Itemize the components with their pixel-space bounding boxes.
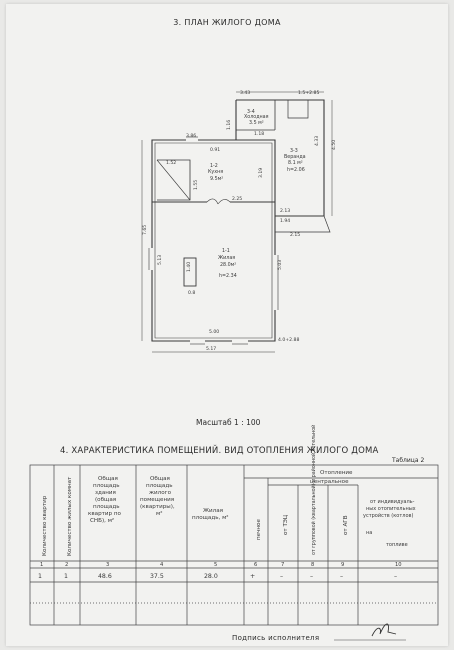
heating-header: Отопление (320, 470, 353, 476)
table-row: 1 1 48.6 37.5 28.0 + – – – – (38, 573, 397, 580)
svg-text:2.25: 2.25 (232, 196, 242, 202)
svg-text:площадь, м²: площадь, м² (192, 514, 229, 521)
storage-box (287, 100, 309, 119)
svg-text:2: 2 (65, 562, 68, 568)
svg-text:10: 10 (395, 562, 402, 568)
svg-text:м²: м² (156, 510, 162, 517)
svg-text:2.15: 2.15 (290, 232, 300, 238)
room-kitchen-num: 1-2 (210, 163, 218, 169)
svg-text:37.5: 37.5 (150, 573, 164, 580)
svg-text:0.8: 0.8 (188, 290, 195, 296)
svg-text:1: 1 (38, 573, 42, 580)
svg-text:1.40: 1.40 (186, 262, 192, 272)
central-header: центральное (310, 479, 349, 485)
scale-label: Масштаб 1 : 100 (196, 418, 261, 427)
svg-text:СНБ), м²: СНБ), м² (90, 517, 114, 524)
room-veranda-num: 3-3 (290, 148, 298, 154)
svg-text:–: – (394, 573, 397, 580)
svg-text:на: на (366, 530, 372, 536)
svg-text:0.91: 0.91 (210, 147, 220, 153)
signature-label: Подпись исполнителя (232, 634, 320, 642)
room-living-name: Жилая (218, 255, 235, 261)
svg-text:1.52: 1.52 (166, 160, 176, 166)
svg-text:4.0+2.88: 4.0+2.88 (278, 337, 299, 343)
svg-text:9: 9 (341, 562, 344, 568)
col-header-rooms: Количество жилых комнат (67, 476, 73, 556)
svg-text:5.13: 5.13 (157, 255, 163, 265)
svg-text:–: – (340, 573, 343, 580)
room-cold-name: Холодная (244, 114, 269, 120)
svg-text:устройств (котлов): устройств (котлов) (363, 512, 413, 519)
section4-title: 4. ХАРАКТЕРИСТИКА ПОМЕЩЕНИЙ. ВИД ОТОПЛЕН… (60, 446, 379, 456)
svg-text:4.33: 4.33 (314, 136, 320, 146)
svg-text:–: – (310, 573, 313, 580)
svg-text:1.18: 1.18 (254, 131, 264, 137)
svg-text:8: 8 (311, 562, 314, 568)
svg-text:+: + (250, 573, 255, 580)
signature-mark (334, 623, 406, 641)
svg-text:топливе: топливе (386, 542, 408, 548)
svg-text:5.00: 5.00 (209, 329, 219, 335)
svg-text:28.0: 28.0 (204, 573, 218, 580)
room-living-height: h=2.34 (219, 273, 237, 279)
svg-text:площадь: площадь (93, 504, 120, 510)
svg-text:1: 1 (64, 573, 68, 580)
svg-text:от АГВ: от АГВ (343, 515, 349, 535)
svg-text:площадь: площадь (93, 483, 120, 489)
svg-text:жилого: жилого (149, 490, 172, 496)
column-numbers-row: 1 2 3 4 5 6 7 8 9 10 (40, 562, 402, 568)
svg-text:–: – (280, 573, 283, 580)
room-veranda-area: 8.1 м² (288, 160, 303, 166)
house-outline (151, 139, 276, 342)
stair-box (157, 159, 191, 201)
room-cold-area: 3.5 м² (249, 120, 264, 126)
room-veranda-name: Веранда (284, 154, 306, 160)
svg-text:от групповой (квартальной) и р: от групповой (квартальной) и районной ко… (310, 425, 317, 555)
svg-text:печное: печное (256, 519, 262, 540)
room-kitchen-area: 9.5м² (210, 176, 223, 182)
svg-text:3: 3 (106, 562, 109, 568)
svg-text:5.17: 5.17 (206, 346, 216, 352)
svg-text:1.55: 1.55 (193, 180, 199, 190)
room-kitchen-name: Кухня (208, 169, 223, 175)
svg-text:здания: здания (95, 490, 116, 496)
svg-text:ных отопительных: ных отопительных (366, 506, 416, 512)
svg-text:48.6: 48.6 (98, 573, 112, 580)
svg-text:1.5+2.85: 1.5+2.85 (298, 90, 319, 96)
room-living-num: 1-1 (222, 248, 230, 254)
col-header-apartments: Количество квартир (42, 495, 48, 556)
svg-text:1: 1 (40, 562, 43, 568)
plan-section-title: 3. ПЛАН ЖИЛОГО ДОМА (173, 18, 281, 27)
table-label: Таблица 2 (392, 457, 425, 464)
svg-text:5.03: 5.03 (277, 260, 283, 270)
svg-text:квартир по: квартир по (88, 511, 122, 517)
svg-text:5: 5 (214, 562, 217, 568)
svg-text:4.50: 4.50 (331, 140, 337, 150)
svg-text:помещения: помещения (140, 497, 174, 503)
svg-text:2.13: 2.13 (280, 208, 290, 214)
svg-text:(общая: (общая (95, 497, 116, 503)
svg-text:площадь: площадь (146, 483, 173, 489)
svg-text:3.86: 3.86 (186, 133, 196, 139)
stove (183, 257, 197, 287)
svg-text:Общая: Общая (98, 476, 118, 482)
svg-text:6: 6 (254, 562, 257, 568)
room-living-area: 28.0м² (220, 262, 236, 268)
svg-text:1.16: 1.16 (226, 120, 232, 130)
svg-text:(квартиры),: (квартиры), (140, 504, 175, 510)
svg-text:Жилая: Жилая (203, 508, 223, 514)
room-cold-num: 3-4 (247, 109, 255, 115)
svg-text:от ТЭЦ: от ТЭЦ (283, 514, 289, 535)
svg-text:Общая: Общая (150, 476, 170, 482)
svg-text:от индивидуаль-: от индивидуаль- (370, 499, 415, 505)
dim-label: 3.43 (240, 90, 250, 96)
svg-text:7: 7 (281, 562, 284, 568)
svg-text:7.65: 7.65 (142, 225, 148, 235)
svg-text:3.19: 3.19 (258, 168, 264, 178)
room-veranda-height: h=2.06 (287, 167, 305, 173)
svg-text:4: 4 (160, 562, 164, 568)
svg-text:1.94: 1.94 (280, 218, 290, 224)
